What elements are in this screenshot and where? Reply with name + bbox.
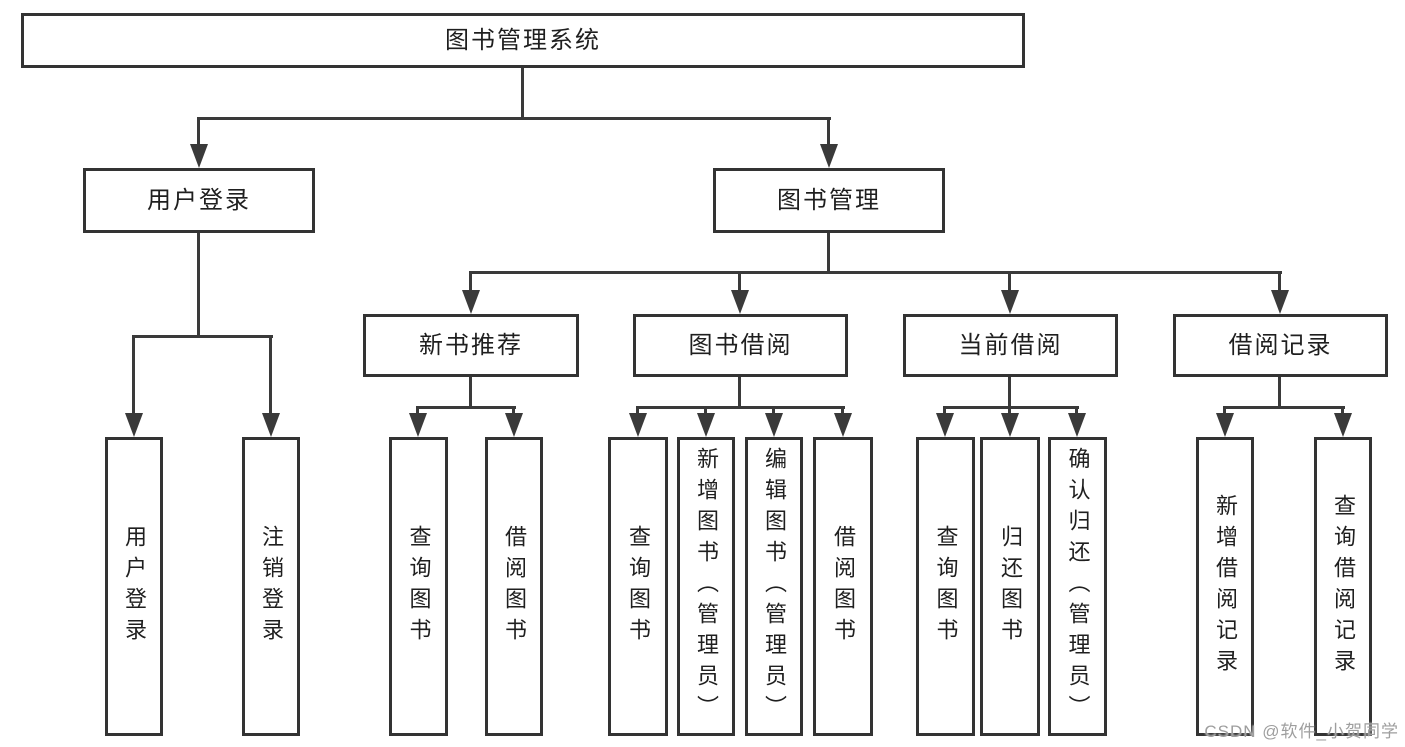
arrowhead-book-management <box>820 144 838 168</box>
connector-leg-user-login <box>197 117 200 149</box>
arrowhead-query-borrow-record <box>1334 413 1352 437</box>
arrowhead-borrow-records <box>1271 290 1289 314</box>
connector-leg-query-borrow-record <box>1341 406 1344 417</box>
connector-current-borrow-stem <box>1008 377 1011 408</box>
leaf-return-book: 归还图书 <box>980 437 1040 736</box>
node-library-management-system-label: 图书管理系统 <box>445 26 601 54</box>
node-borrow-records: 借阅记录 <box>1173 314 1388 377</box>
node-borrow-records-label: 借阅记录 <box>1228 331 1333 359</box>
leaf-borrow-books-recommend: 借阅图书 <box>485 437 543 736</box>
arrowhead-leaf-logout <box>262 413 280 437</box>
leaf-query-books-recommend-label: 查询图书 <box>406 524 432 649</box>
arrowhead-leaf-user-login <box>125 413 143 437</box>
leaf-query-books-current-label: 查询图书 <box>933 524 959 649</box>
connector-leg-book-management <box>827 117 830 149</box>
connector-root-stem <box>521 68 524 119</box>
connector-leg-query-books-3 <box>943 406 946 417</box>
connector-leg-borrow-books-1 <box>512 406 515 417</box>
leaf-confirm-return-admin-label: 确认归还（管理员） <box>1065 447 1091 726</box>
arrowhead-add-book <box>697 413 715 437</box>
arrowhead-borrow-books-1 <box>505 413 523 437</box>
node-new-book-recommend-label: 新书推荐 <box>419 331 523 359</box>
leaf-user-login-label: 用户登录 <box>122 524 147 649</box>
connector-leg-confirm-return <box>1075 406 1078 417</box>
arrowhead-query-books-3 <box>936 413 954 437</box>
leaf-query-borrow-record-label: 查询借阅记录 <box>1331 493 1356 680</box>
connector-new-book-recommend-stem <box>469 377 472 408</box>
connector-leg-add-book <box>704 406 707 417</box>
leaf-query-books-borrow: 查询图书 <box>608 437 668 736</box>
leaf-add-book-admin: 新增图书（管理员） <box>677 437 735 736</box>
connector-root-crossbar <box>197 117 831 120</box>
leaf-query-books-current: 查询图书 <box>916 437 975 736</box>
arrowhead-current-borrow <box>1001 290 1019 314</box>
connector-leg-add-borrow-record <box>1223 406 1226 417</box>
leaf-borrow-books-recommend-label: 借阅图书 <box>502 524 527 649</box>
connector-leg-borrow-records <box>1278 271 1281 294</box>
leaf-logout-login: 注销登录 <box>242 437 300 736</box>
leaf-add-borrow-record-label: 新增借阅记录 <box>1213 493 1238 680</box>
connector-leg-book-borrow <box>738 271 741 294</box>
leaf-query-books-borrow-label: 查询图书 <box>626 524 651 649</box>
leaf-confirm-return-admin: 确认归还（管理员） <box>1048 437 1107 736</box>
connector-book-management-stem <box>827 233 830 273</box>
connector-leg-return-book <box>1008 406 1011 417</box>
leaf-add-borrow-record: 新增借阅记录 <box>1196 437 1254 736</box>
connector-user-login-stem <box>197 233 200 337</box>
leaf-add-book-admin-label: 新增图书（管理员） <box>694 447 719 726</box>
connector-leg-leaf-user-login <box>132 335 135 417</box>
node-new-book-recommend: 新书推荐 <box>363 314 579 377</box>
arrowhead-query-books-2 <box>629 413 647 437</box>
leaf-logout-login-label: 注销登录 <box>259 524 284 649</box>
connector-leg-new-book-recommend <box>469 271 472 294</box>
connector-leg-query-books-1 <box>416 406 419 417</box>
arrowhead-new-book-recommend <box>462 290 480 314</box>
leaf-return-book-label: 归还图书 <box>998 524 1023 649</box>
connector-book-management-crossbar <box>469 271 1282 274</box>
connector-leg-edit-book <box>772 406 775 417</box>
leaf-edit-book-admin: 编辑图书（管理员） <box>745 437 803 736</box>
arrowhead-query-books-1 <box>409 413 427 437</box>
arrowhead-return-book <box>1001 413 1019 437</box>
arrowhead-confirm-return <box>1068 413 1086 437</box>
arrowhead-book-borrow <box>731 290 749 314</box>
connector-book-borrow-stem <box>738 377 741 408</box>
node-user-login-label: 用户登录 <box>147 186 251 214</box>
arrowhead-add-borrow-record <box>1216 413 1234 437</box>
connector-leg-current-borrow <box>1008 271 1011 294</box>
node-book-borrow-label: 图书借阅 <box>688 331 793 359</box>
arrowhead-edit-book <box>765 413 783 437</box>
leaf-borrow-books-2: 借阅图书 <box>813 437 873 736</box>
node-current-borrow: 当前借阅 <box>903 314 1118 377</box>
node-book-management-label: 图书管理 <box>777 186 881 214</box>
node-book-borrow: 图书借阅 <box>633 314 848 377</box>
connector-leg-borrow-books-2 <box>841 406 844 417</box>
leaf-query-borrow-record: 查询借阅记录 <box>1314 437 1372 736</box>
leaf-user-login: 用户登录 <box>105 437 163 736</box>
connector-borrow-records-stem <box>1278 377 1281 408</box>
leaf-borrow-books-2-label: 借阅图书 <box>831 524 856 649</box>
node-current-borrow-label: 当前借阅 <box>958 331 1063 359</box>
connector-borrow-records-crossbar <box>1223 406 1345 409</box>
connector-book-borrow-crossbar <box>636 406 845 409</box>
connector-current-borrow-crossbar <box>943 406 1079 409</box>
connector-new-book-recommend-crossbar <box>416 406 516 409</box>
node-user-login: 用户登录 <box>83 168 315 233</box>
connector-user-login-crossbar <box>132 335 273 338</box>
connector-leg-query-books-2 <box>636 406 639 417</box>
leaf-query-books-recommend: 查询图书 <box>389 437 448 736</box>
csdn-watermark: CSDN @软件_小贺同学 <box>1204 722 1399 741</box>
arrowhead-borrow-books-2 <box>834 413 852 437</box>
leaf-edit-book-admin-label: 编辑图书（管理员） <box>762 447 787 726</box>
node-book-management: 图书管理 <box>713 168 945 233</box>
arrowhead-user-login <box>190 144 208 168</box>
node-library-management-system: 图书管理系统 <box>21 13 1025 68</box>
connector-leg-leaf-logout <box>269 335 272 417</box>
